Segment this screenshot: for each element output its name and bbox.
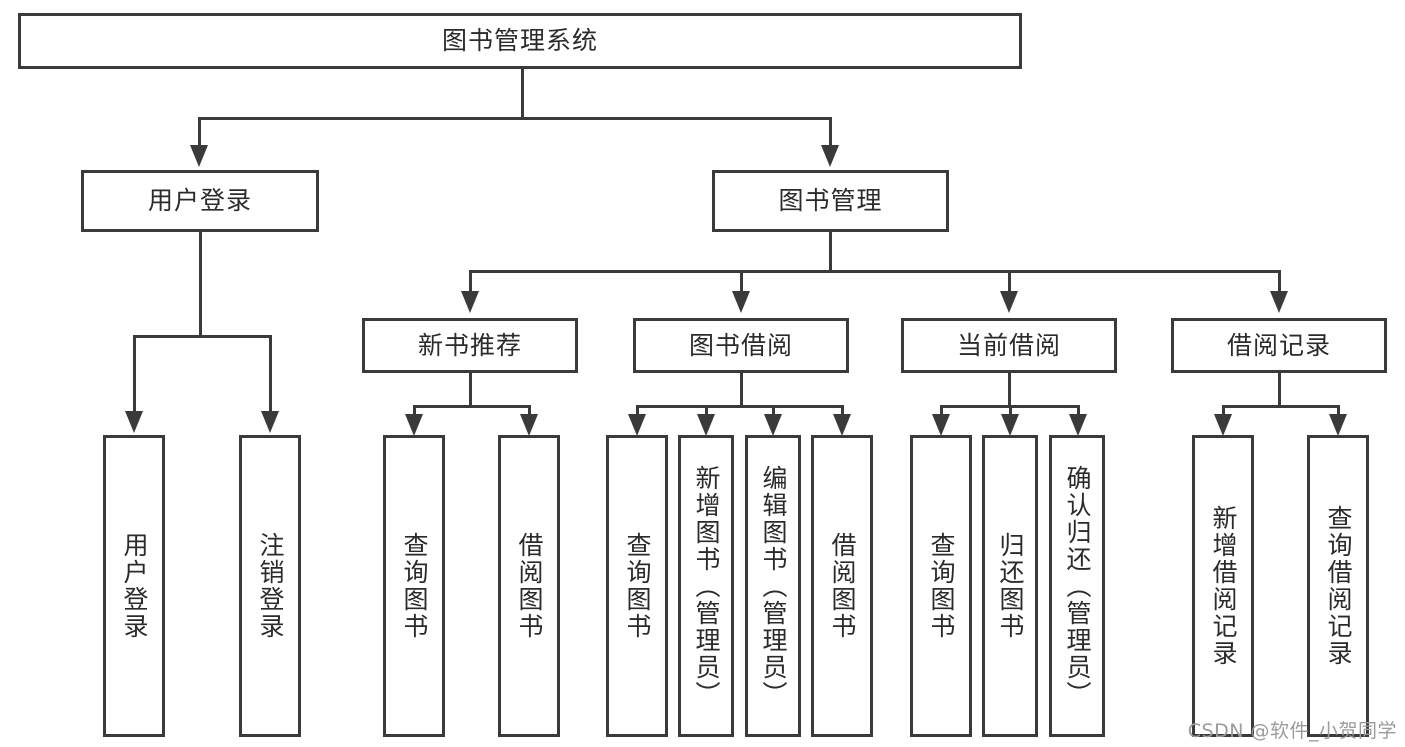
edge-cb-child-2 xyxy=(1009,405,1012,419)
edge-user-login-child-2 xyxy=(269,335,272,413)
arrowhead-book-borrow xyxy=(732,291,750,313)
leaf-return-book[interactable]: 归还图书 xyxy=(982,435,1038,737)
arrowhead-leaf-confirm-return xyxy=(1069,414,1087,436)
node-label: 新书推荐 xyxy=(417,330,522,360)
node-current-borrow[interactable]: 当前借阅 xyxy=(901,318,1117,373)
edge-bm-child-2 xyxy=(740,270,743,293)
edge-cb-child-3 xyxy=(1077,405,1080,419)
edge-book-management-stem xyxy=(829,232,832,272)
node-borrow-record[interactable]: 借阅记录 xyxy=(1171,318,1387,373)
edge-user-login-child-1 xyxy=(133,335,136,413)
leaf-query-book-3[interactable]: 查询图书 xyxy=(910,435,972,737)
leaf-label: 用户登录 xyxy=(120,532,149,640)
arrowhead-user-login xyxy=(190,145,208,167)
arrowhead-leaf-add-book xyxy=(697,414,715,436)
arrowhead-leaf-edit-book xyxy=(764,414,782,436)
leaf-label: 确认归还（管理员） xyxy=(1063,464,1092,708)
leaf-query-book-1[interactable]: 查询图书 xyxy=(383,435,445,737)
edge-to-book-management xyxy=(829,117,832,147)
edge-user-login-bus xyxy=(133,335,272,338)
arrowhead-borrow-record xyxy=(1270,291,1288,313)
leaf-edit-book[interactable]: 编辑图书（管理员） xyxy=(745,435,801,737)
edge-br-bus xyxy=(1222,405,1340,408)
edge-bb-child-1 xyxy=(636,405,639,419)
edge-bm-child-1 xyxy=(469,270,472,293)
edge-nbr-child-2 xyxy=(528,405,531,419)
edge-cb-stem xyxy=(1008,373,1011,407)
arrowhead-book-management xyxy=(821,145,839,167)
arrowhead-leaf-borrow-book-1 xyxy=(520,414,538,436)
leaf-label: 查询图书 xyxy=(927,532,956,640)
arrowhead-leaf-query-book-3 xyxy=(932,414,950,436)
leaf-query-book-2[interactable]: 查询图书 xyxy=(606,435,668,737)
node-book-borrow[interactable]: 图书借阅 xyxy=(633,318,849,373)
arrowhead-new-book-recommend xyxy=(461,291,479,313)
leaf-label: 借阅图书 xyxy=(515,532,544,640)
arrowhead-leaf-query-book-2 xyxy=(628,414,646,436)
leaf-label: 查询借阅记录 xyxy=(1324,505,1353,667)
leaf-user-logout[interactable]: 注销登录 xyxy=(239,435,301,737)
edge-user-login-stem xyxy=(199,232,202,337)
node-label: 图书管理 xyxy=(778,186,883,216)
edge-nbr-stem xyxy=(469,373,472,407)
leaf-add-book[interactable]: 新增图书（管理员） xyxy=(678,435,734,737)
leaf-label: 新增借阅记录 xyxy=(1209,505,1238,667)
leaf-query-record[interactable]: 查询借阅记录 xyxy=(1307,435,1369,737)
edge-cb-child-1 xyxy=(940,405,943,419)
edge-bb-child-4 xyxy=(841,405,844,419)
edge-root-stem xyxy=(521,68,524,119)
arrowhead-leaf-add-record xyxy=(1214,414,1232,436)
leaf-label: 借阅图书 xyxy=(828,532,857,640)
node-label: 用户登录 xyxy=(147,186,252,216)
leaf-label: 归还图书 xyxy=(996,532,1025,640)
edge-bm-child-4 xyxy=(1278,270,1281,293)
edge-br-child-2 xyxy=(1337,405,1340,419)
watermark-text: CSDN @软件_小贺同学 xyxy=(1187,720,1397,742)
node-label: 借阅记录 xyxy=(1226,330,1331,360)
edge-bb-bus xyxy=(636,405,844,408)
leaf-label: 查询图书 xyxy=(400,532,429,640)
arrowhead-leaf-borrow-book-2 xyxy=(833,414,851,436)
edge-to-user-login xyxy=(198,117,201,147)
edge-root-bus xyxy=(198,117,832,120)
arrowhead-leaf-return-book xyxy=(1001,414,1019,436)
leaf-borrow-book-2[interactable]: 借阅图书 xyxy=(811,435,873,737)
edge-nbr-bus xyxy=(413,405,531,408)
node-user-login[interactable]: 用户登录 xyxy=(81,170,319,232)
edge-book-management-bus xyxy=(469,270,1281,273)
leaf-add-record[interactable]: 新增借阅记录 xyxy=(1192,435,1254,737)
node-new-book-recommend[interactable]: 新书推荐 xyxy=(362,318,578,373)
leaf-label: 查询图书 xyxy=(623,532,652,640)
edge-bm-child-3 xyxy=(1008,270,1011,293)
node-book-management[interactable]: 图书管理 xyxy=(712,170,949,232)
leaf-borrow-book-1[interactable]: 借阅图书 xyxy=(498,435,560,737)
edge-bb-child-2 xyxy=(705,405,708,419)
leaf-label: 新增图书（管理员） xyxy=(692,464,721,708)
node-label: 图书借阅 xyxy=(688,330,793,360)
leaf-label: 注销登录 xyxy=(256,532,285,640)
arrowhead-leaf-user-logout xyxy=(261,411,279,433)
node-label: 当前借阅 xyxy=(956,330,1061,360)
leaf-confirm-return[interactable]: 确认归还（管理员） xyxy=(1049,435,1105,737)
node-label: 图书管理系统 xyxy=(441,26,598,56)
arrowhead-leaf-query-record xyxy=(1329,414,1347,436)
arrowhead-leaf-user-login xyxy=(125,411,143,433)
arrowhead-current-borrow xyxy=(1000,291,1018,313)
edge-nbr-child-1 xyxy=(413,405,416,419)
edge-bb-stem xyxy=(740,373,743,407)
arrowhead-leaf-query-book-1 xyxy=(405,414,423,436)
edge-br-stem xyxy=(1278,373,1281,407)
edge-br-child-1 xyxy=(1222,405,1225,419)
leaf-label: 编辑图书（管理员） xyxy=(759,464,788,708)
leaf-user-login[interactable]: 用户登录 xyxy=(103,435,165,737)
node-root-system[interactable]: 图书管理系统 xyxy=(18,13,1022,69)
edge-bb-child-3 xyxy=(772,405,775,419)
